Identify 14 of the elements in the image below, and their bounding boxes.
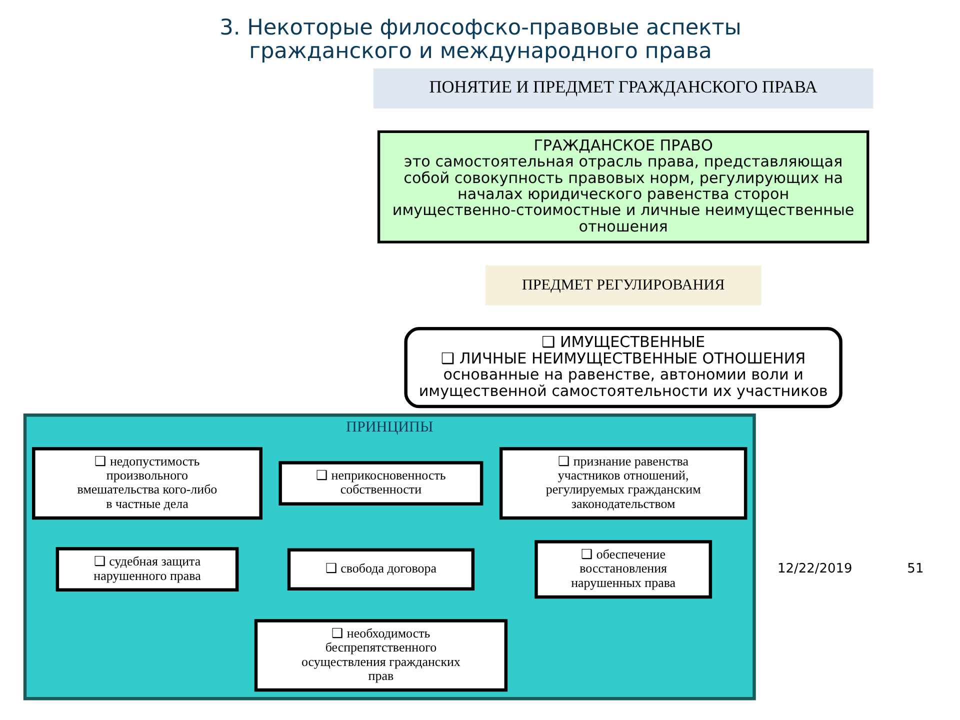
node-box: ❑ признание равенства участников отношений, регулируемых гражданским законодательством [498,447,747,520]
node-box: ❑ свобода договора [286,548,474,590]
diagram-title: 3. Некоторые философско-правовые аспекты гражданского и международного права [219,15,741,64]
node-box: ПРЕДМЕТ РЕГУЛИРОВАНИЯ [484,265,761,306]
label: 12/22/2019 [776,562,852,577]
node-box: ❑ ИМУЩЕСТВЕННЫЕ ❑ ЛИЧНЫЕ НЕИМУЩЕСТВЕННЫЕ ОТНОШЕНИЯ основанные на равенстве, автономии воли и имущественной самостоятельности их участников [404,327,842,408]
node-box: ПОНЯТИЕ И ПРЕДМЕТ ГРАЖДАНСКОГО ПРАВА [372,68,873,108]
node-box: ГРАЖДАНСКОЕ ПРАВО это самостоятельная отрасль права, представляющая собой совокупность правовых норм, регулирующих на началах юридического равенства сторон имущественно-стоимостные и личные неимущественные отношения [376,130,869,244]
node-box: ❑ необходимость беспрепятственного осуществления гражданских прав [254,619,508,692]
node-box: ❑ неприкосновенность собственности [278,461,483,506]
node-box: ❑ недопустимость произвольного вмешательства кого-либо в частные дела [32,447,262,520]
label: 51 [906,562,924,577]
node-box: ❑ обеспечение восстановления нарушенных права [534,540,712,599]
node-box: ❑ судебная защита нарушенного права [55,547,238,592]
